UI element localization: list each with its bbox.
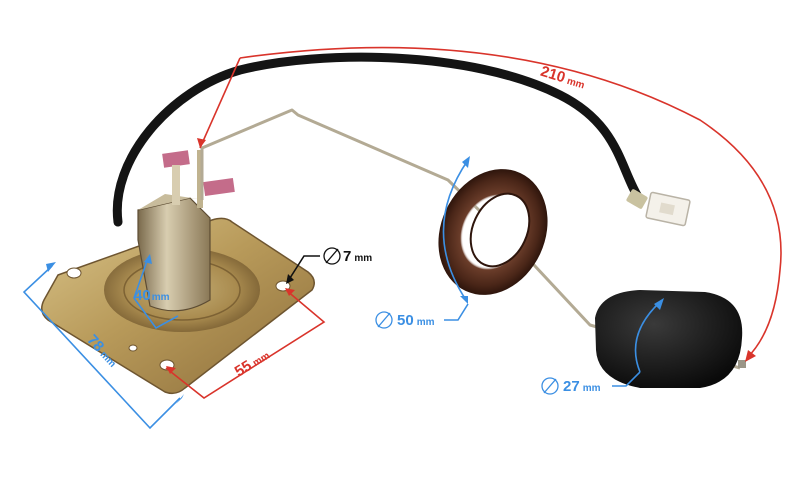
dimension-arm-length: 210mm (197, 46, 782, 362)
dimension-plate-width: 78mm (22, 262, 184, 430)
arm-length-value: 210 (538, 63, 567, 87)
float-diameter-value: 27 (563, 378, 580, 395)
signal-cable (112, 52, 645, 227)
mounting-hole (128, 344, 138, 352)
gasket-diameter-unit: mm (417, 317, 435, 328)
svg-text:40mm: 40mm (134, 287, 170, 304)
svg-text:7mm: 7mm (343, 248, 372, 265)
mounting-hole (66, 267, 82, 279)
hole-spacing-unit: mm (251, 350, 272, 369)
sender-tube (137, 150, 235, 312)
float-arm (200, 108, 741, 370)
float-diameter-unit: mm (583, 383, 601, 394)
svg-text:210mm: 210mm (538, 63, 587, 93)
rubber-gasket (438, 169, 548, 295)
diameter-icon (375, 311, 393, 329)
hole-diameter-unit: mm (354, 253, 372, 264)
hole-spacing-value: 55 (232, 357, 255, 380)
tube-size-unit: mm (152, 292, 170, 303)
hole-diameter-value: 7 (343, 248, 351, 265)
wire-connector (626, 189, 691, 227)
dimension-tube-size: 40mm (133, 254, 179, 330)
diameter-icon (323, 247, 341, 265)
svg-text:55mm: 55mm (232, 346, 273, 380)
tube-size-value: 40 (134, 287, 151, 304)
arm-length-unit: mm (566, 76, 586, 92)
gasket-diameter-value: 50 (397, 312, 414, 329)
diameter-icon (541, 377, 559, 395)
float (595, 290, 746, 388)
